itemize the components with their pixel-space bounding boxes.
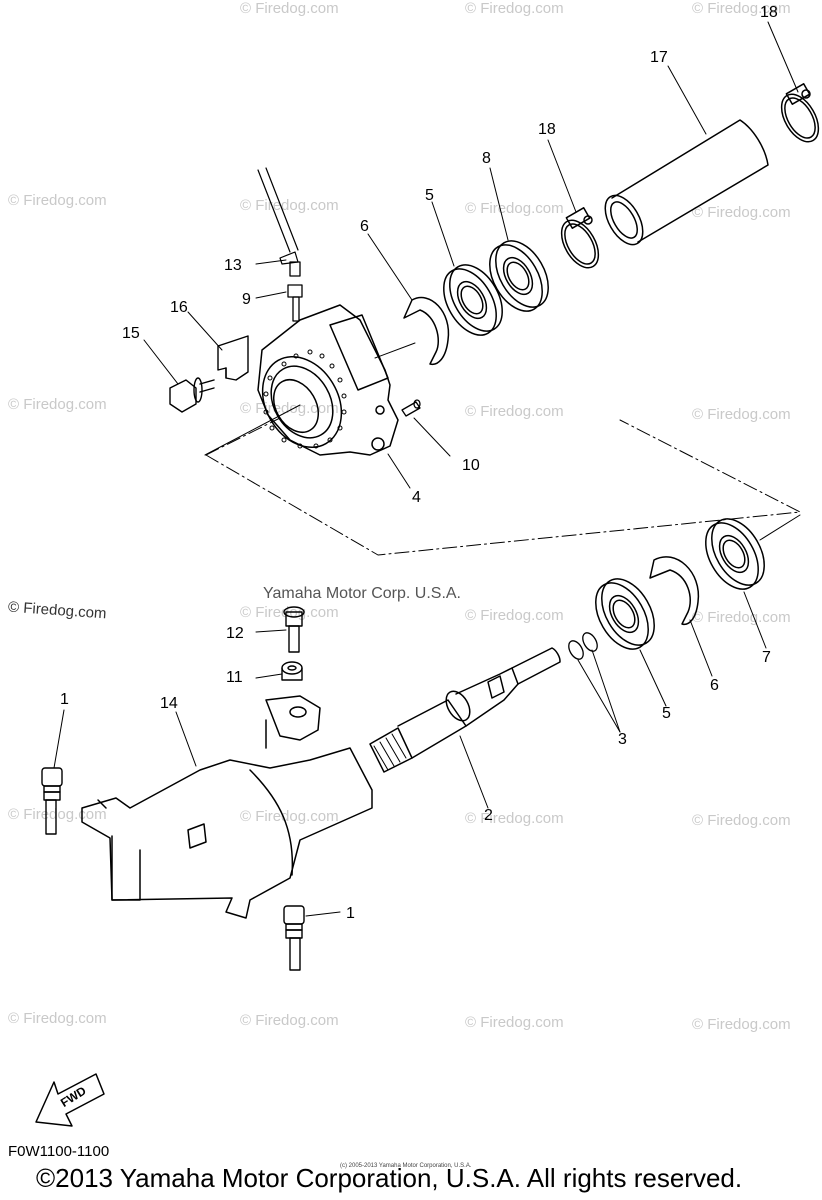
bearing-8 [489, 240, 549, 312]
watermark: © Firedog.com [465, 1014, 564, 1031]
callout-16: 16 [170, 299, 188, 316]
diagram-code: F0W1100-1100 [8, 1143, 110, 1160]
fitting-9 [287, 261, 303, 322]
watermark: © Firedog.com [240, 1012, 339, 1029]
callout-10: 10 [462, 457, 480, 474]
watermark: © Firedog.com [692, 609, 791, 626]
tube-13 [257, 167, 299, 265]
dowel-pin-10 [401, 399, 421, 417]
bearing-5-bottom [595, 578, 655, 650]
callout-17: 17 [650, 49, 668, 66]
bolt-1-left [41, 767, 63, 835]
bolt-12 [283, 606, 305, 653]
callout-6-bottom: 6 [710, 677, 719, 694]
callout-3: 3 [618, 731, 627, 748]
callout-5-bottom: 5 [662, 705, 671, 722]
watermark: © Firedog.com [8, 192, 107, 209]
callout-8: 8 [482, 150, 491, 167]
hose-clamp-18-top [780, 83, 820, 143]
o-rings-3 [568, 632, 598, 660]
callout-2: 2 [484, 807, 493, 824]
watermark: © Firedog.com [8, 396, 107, 413]
callout-18-mid: 18 [538, 121, 556, 138]
callout-9: 9 [242, 291, 251, 308]
bearing-7 [705, 518, 765, 590]
callout-7: 7 [762, 649, 771, 666]
leader-lines [53, 21, 799, 917]
callout-1-bottom: 1 [346, 905, 355, 922]
copyright-small-print: (c) 2005-2013 Yamaha Motor Corporation, … [340, 1163, 472, 1169]
watermark: © Firedog.com [240, 808, 339, 825]
circlip-6-top [403, 297, 450, 366]
bolt-15 [169, 377, 215, 413]
watermark: © Firedog.com [8, 1010, 107, 1027]
bracket-16 [217, 335, 249, 381]
fwd-arrow-icon [35, 1073, 105, 1127]
callout-6-top: 6 [360, 218, 369, 235]
hose-pipe-17 [604, 119, 769, 246]
bolt-1-bottom [283, 905, 305, 971]
copyright-notice: ©2013 Yamaha Motor Corporation, U.S.A. A… [36, 1163, 743, 1193]
watermark: © Firedog.com [692, 0, 791, 17]
housing-4 [257, 304, 399, 456]
watermark: © Firedog.com [465, 0, 564, 17]
drive-shaft-2 [369, 647, 561, 773]
collar-11 [281, 661, 303, 681]
watermark: © Firedog.com [465, 403, 564, 420]
callout-18-top: 18 [760, 4, 778, 21]
assembly-frame [205, 417, 801, 556]
watermark: © Firedog.com [240, 197, 339, 214]
callout-5-top: 5 [425, 187, 434, 204]
callout-15: 15 [122, 325, 140, 342]
corp-watermark: Yamaha Motor Corp. U.S.A. [263, 585, 461, 602]
callout-13: 13 [224, 257, 242, 274]
bearing-5-top [443, 264, 503, 336]
lower-housing-14 [81, 695, 373, 919]
callout-12: 12 [226, 625, 244, 642]
callout-1-left: 1 [60, 691, 69, 708]
watermark: © Firedog.com [692, 204, 791, 221]
callout-14: 14 [160, 695, 178, 712]
circlip-6-bottom [649, 556, 700, 626]
watermark: © Firedog.com [240, 0, 339, 17]
hose-clamp-18-mid [560, 207, 600, 269]
watermark: © Firedog.com [692, 1016, 791, 1033]
watermark: © Firedog.com [465, 810, 564, 827]
callout-4: 4 [412, 489, 421, 506]
axis-lines [204, 342, 801, 541]
watermark: © Firedog.com [692, 812, 791, 829]
watermark: © Firedog.com [465, 607, 564, 624]
watermark: © Firedog.com [465, 200, 564, 217]
callout-11: 11 [226, 669, 243, 686]
watermark: © Firedog.com [692, 406, 791, 423]
